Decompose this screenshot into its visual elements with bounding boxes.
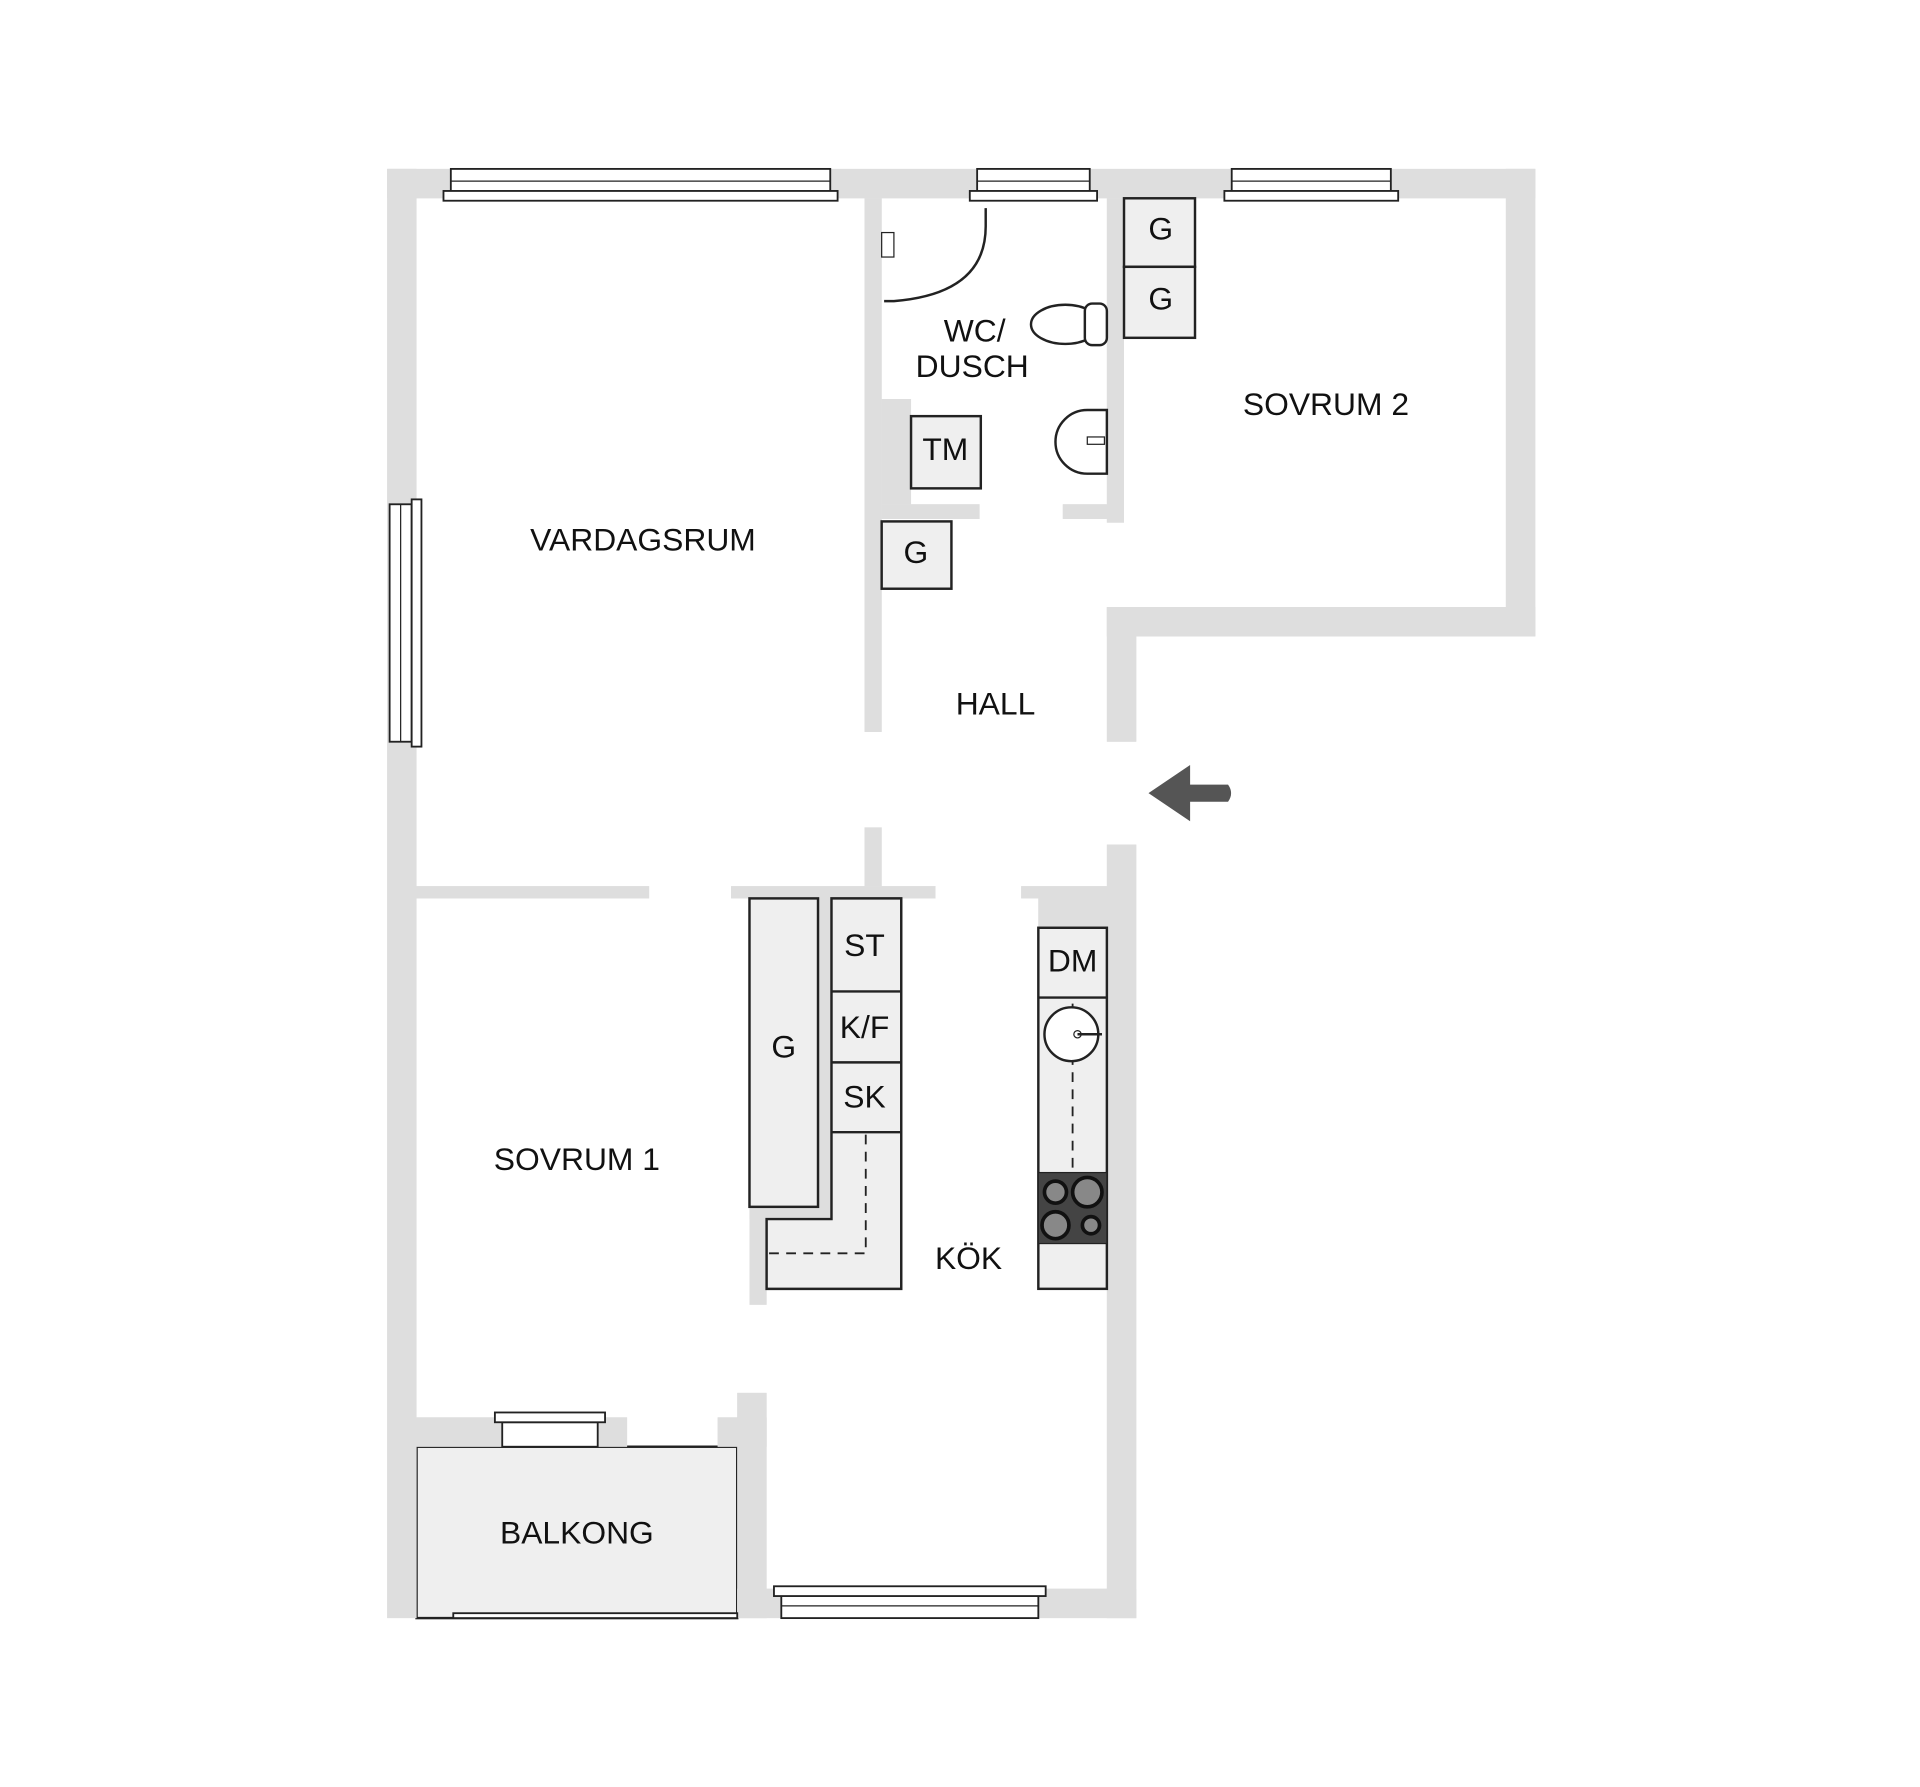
sk-label: SK <box>843 1079 885 1115</box>
room-balkong: BALKONG <box>500 1514 654 1550</box>
kf-label: K/F <box>840 1009 890 1045</box>
washbasin-icon <box>1054 408 1109 475</box>
washing-machine <box>909 414 983 490</box>
shower-curtain <box>884 208 987 303</box>
dm-label: DM <box>1048 943 1097 979</box>
stove-icon <box>1037 1171 1108 1245</box>
entrance-arrow-icon <box>1148 764 1232 822</box>
kitchen-closet-label: G <box>771 1028 796 1064</box>
room-vardagsrum: VARDAGSRUM <box>530 522 756 558</box>
sovrum2-closet-1-label: G <box>1148 211 1173 247</box>
sovrum2-closet-2 <box>1122 265 1197 340</box>
balcony-floor <box>415 1445 739 1620</box>
kitchen-sink-icon <box>1043 1006 1102 1063</box>
st-label: ST <box>844 927 885 963</box>
sovrum2-closet-2-label: G <box>1148 281 1173 317</box>
room-kok: KÖK <box>935 1240 1002 1276</box>
kitchen-counter-left <box>765 897 903 1291</box>
sovrum2-closet-1 <box>1122 197 1197 269</box>
tm-label: TM <box>922 431 968 467</box>
windows <box>388 167 1400 1620</box>
toilet-icon <box>1029 302 1109 347</box>
hall-closet <box>880 520 953 590</box>
room-sovrum2: SOVRUM 2 <box>1243 386 1409 422</box>
hall-closet-label: G <box>904 534 929 570</box>
room-sovrum1: SOVRUM 1 <box>494 1141 660 1177</box>
room-wc-line2: DUSCH <box>916 348 1029 384</box>
kitchen-closet <box>748 897 820 1209</box>
room-hall: HALL <box>956 686 1036 722</box>
room-wc-line1: WC/ <box>944 312 1006 348</box>
shower-head-icon <box>881 231 895 258</box>
